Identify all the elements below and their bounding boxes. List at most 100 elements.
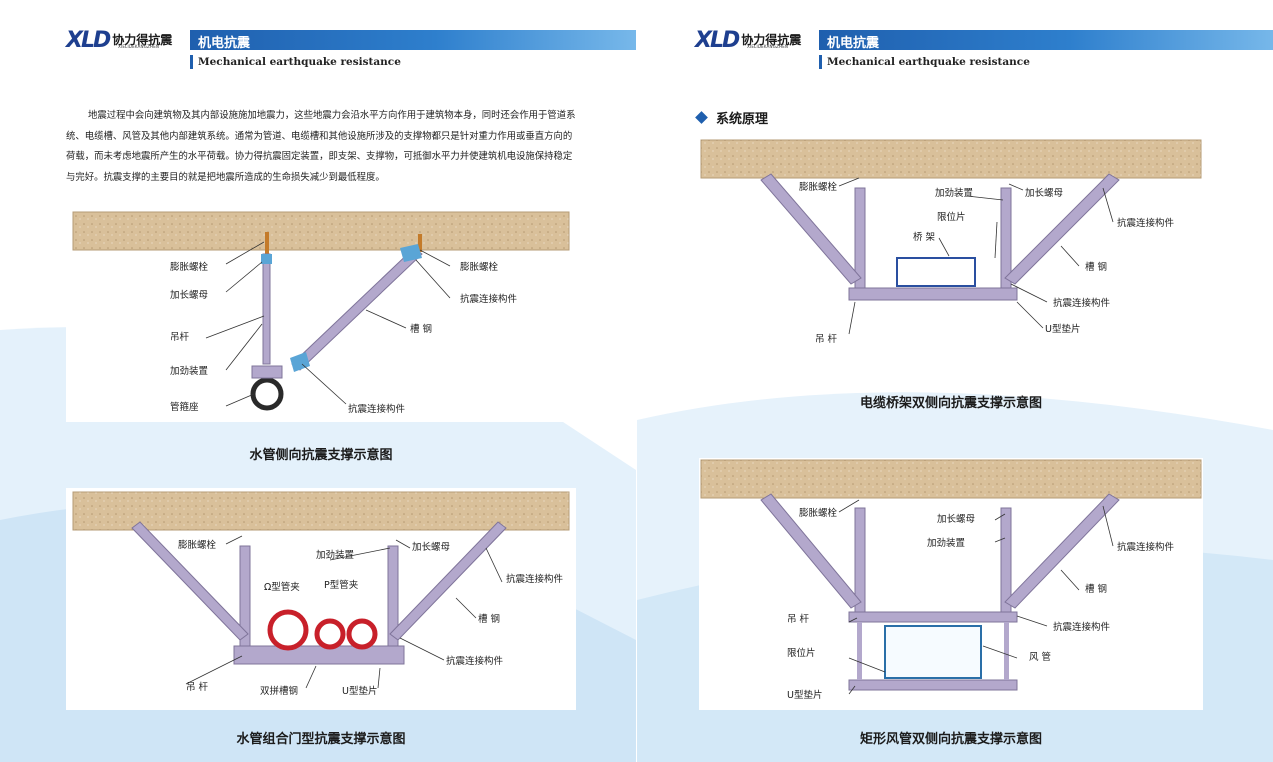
bracket-top [400,244,422,262]
pipe-clamp-base [251,365,283,379]
figure-water-pipe-lateral: 膨胀螺栓 加长螺母 吊杆 加劲装置 管箍座 膨胀螺栓 抗震连接构件 槽 钢 抗震… [66,206,576,422]
right-post [1000,507,1012,613]
label-u-washer: U型垫片 [1045,323,1080,335]
figure-rect-duct: 膨胀螺栓 加长螺母 加劲装置 抗震连接构件 槽 钢 吊 杆 抗震连接构件 限位片… [699,458,1203,710]
label-connector-top: 抗震连接构件 [1117,217,1175,229]
anchor-bolt [265,232,269,254]
label-channel: 槽 钢 [478,613,500,625]
label-nut: 加长螺母 [937,513,975,525]
label-limiter: 限位片 [787,647,816,659]
label-p-clamp: P型管夹 [324,579,359,591]
section-title-text: 系统原理 [716,112,769,127]
caption-fig1: 水管侧向抗震支撑示意图 [249,448,393,463]
label-rod: 吊杆 [170,331,190,343]
diagram-4: 膨胀螺栓 加长螺母 加劲装置 抗震连接构件 槽 钢 吊 杆 抗震连接构件 限位片… [700,459,1202,701]
label-bolt: 膨胀螺栓 [799,181,838,193]
diagram-1: 膨胀螺栓 加长螺母 吊杆 加劲装置 管箍座 膨胀螺栓 抗震连接构件 槽 钢 抗震… [72,211,570,415]
label-channel: 槽 钢 [1085,583,1107,595]
label-rod: 吊 杆 [186,681,209,693]
diagram-3: 膨胀螺栓 加劲装置 加长螺母 限位片 桥 架 抗震连接构件 槽 钢 抗震连接构件… [700,139,1202,345]
logo-cn: 协力得抗震 [741,33,802,47]
left-brace [760,173,862,285]
left-page: XLD 协力得抗震 XIELIDEKANGZHEN 机电抗震 Mechanica… [0,0,636,762]
label-connector-top: 抗震连接构件 [506,573,564,585]
label-limiter: 限位片 [937,211,966,223]
hanger-rod [262,253,271,365]
title-banner: 机电抗震 [190,30,636,51]
label-nut: 加长螺母 [170,289,208,301]
label-double-channel: 双拼槽钢 [260,685,298,697]
label-clamp: 管箍座 [170,401,199,413]
right-page: XLD 协力得抗震 XIELIDEKANGZHEN 机电抗震 Mechanica… [637,0,1273,762]
left-brace [131,521,249,641]
label-connector-top: 抗震连接构件 [1117,541,1175,553]
pipe-p2 [346,618,378,650]
label-u-washer: U型垫片 [787,689,822,701]
section-title: 系统原理 [695,108,769,127]
label-nut: 加长螺母 [412,541,450,553]
bottom-beam [848,287,1018,301]
pipe-p1 [314,618,346,650]
label-connector-bottom: 抗震连接构件 [1053,297,1111,309]
caption-fig3: 电缆桥架双侧向抗震支撑示意图 [859,396,1042,411]
page-header: XLD 协力得抗震 XIELIDEKANGZHEN 机电抗震 Mechanica… [66,28,636,72]
title-banner: 机电抗震 [819,30,1273,51]
logo-cn: 协力得抗震 [112,33,173,47]
right-brace [1004,173,1120,285]
channel-brace [291,247,423,371]
header-subtitle: Mechanical earthquake resistance [190,55,401,69]
label-stiffener: 加劲装置 [170,365,208,377]
right-rod-lower [1004,622,1009,680]
figure-cable-tray: 膨胀螺栓 加劲装置 加长螺母 限位片 桥 架 抗震连接构件 槽 钢 抗震连接构件… [699,138,1203,350]
logo-sub: XIELIDEKANGZHEN [747,44,789,49]
right-brace [1004,493,1120,609]
header-title: 机电抗震 [198,36,251,51]
logo-sub: XIELIDEKANGZHEN [118,44,160,49]
label-bolt-left: 膨胀螺栓 [170,261,209,273]
label-connector-bottom: 抗震连接构件 [446,655,504,667]
extension-nut [261,254,272,264]
left-brace [760,493,862,609]
label-bolt: 膨胀螺栓 [799,507,838,519]
label-channel: 槽 钢 [1085,261,1107,273]
top-beam [848,611,1018,623]
diamond-icon [695,111,708,124]
brand-logo: XLD 协力得抗震 [695,27,815,53]
figure-water-pipe-portal: 膨胀螺栓 加劲装置 加长螺母 Ω型管夹 P型管夹 抗震连接构件 槽 钢 抗震连接… [66,488,576,710]
bolt-right [418,234,422,252]
label-connector-bottom: 抗震连接构件 [348,403,406,415]
pipe [250,377,284,411]
diagram-2: 膨胀螺栓 加劲装置 加长螺母 Ω型管夹 P型管夹 抗震连接构件 槽 钢 抗震连接… [72,491,570,697]
label-rod: 吊 杆 [787,613,810,625]
label-channel: 槽 钢 [410,323,432,335]
brand-logo: XLD 协力得抗震 [66,27,186,53]
header-subtitle: Mechanical earthquake resistance [819,55,1030,69]
left-rod-lower [857,622,862,680]
page-header: XLD 协力得抗震 XIELIDEKANGZHEN 机电抗震 Mechanica… [695,27,1273,72]
caption-fig4: 矩形风管双侧向抗震支撑示意图 [859,732,1042,747]
double-channel-beam [233,645,405,665]
label-omega: Ω型管夹 [264,581,300,593]
label-duct: 风 管 [1029,651,1051,663]
logo-mark: XLD [695,27,740,53]
label-stiffener: 加劲装置 [935,187,973,199]
label-u-washer: U型垫片 [342,685,377,697]
label-rod: 吊 杆 [815,333,838,345]
label-connector-bottom: 抗震连接构件 [1053,621,1111,633]
logo-mark: XLD [66,27,111,53]
label-bolt-right: 膨胀螺栓 [460,261,499,273]
label-stiffener: 加劲装置 [927,537,965,549]
label-tray: 桥 架 [913,231,936,243]
bottom-beam [848,679,1018,691]
cable-tray [896,257,976,287]
label-bolt: 膨胀螺栓 [178,539,217,551]
pipe-omega [267,609,309,651]
intro-paragraph: 地震过程中会向建筑物及其内部设施施加地震力，这些地震力会沿水平方向作用于建筑物本… [66,110,576,183]
label-nut: 加长螺母 [1025,187,1063,199]
label-stiffener: 加劲装置 [316,549,354,561]
right-brace [389,521,507,641]
label-connector-top: 抗震连接构件 [460,293,518,305]
caption-fig2: 水管组合门型抗震支撑示意图 [236,732,406,747]
header-title: 机电抗震 [827,36,880,51]
air-duct [884,625,982,679]
